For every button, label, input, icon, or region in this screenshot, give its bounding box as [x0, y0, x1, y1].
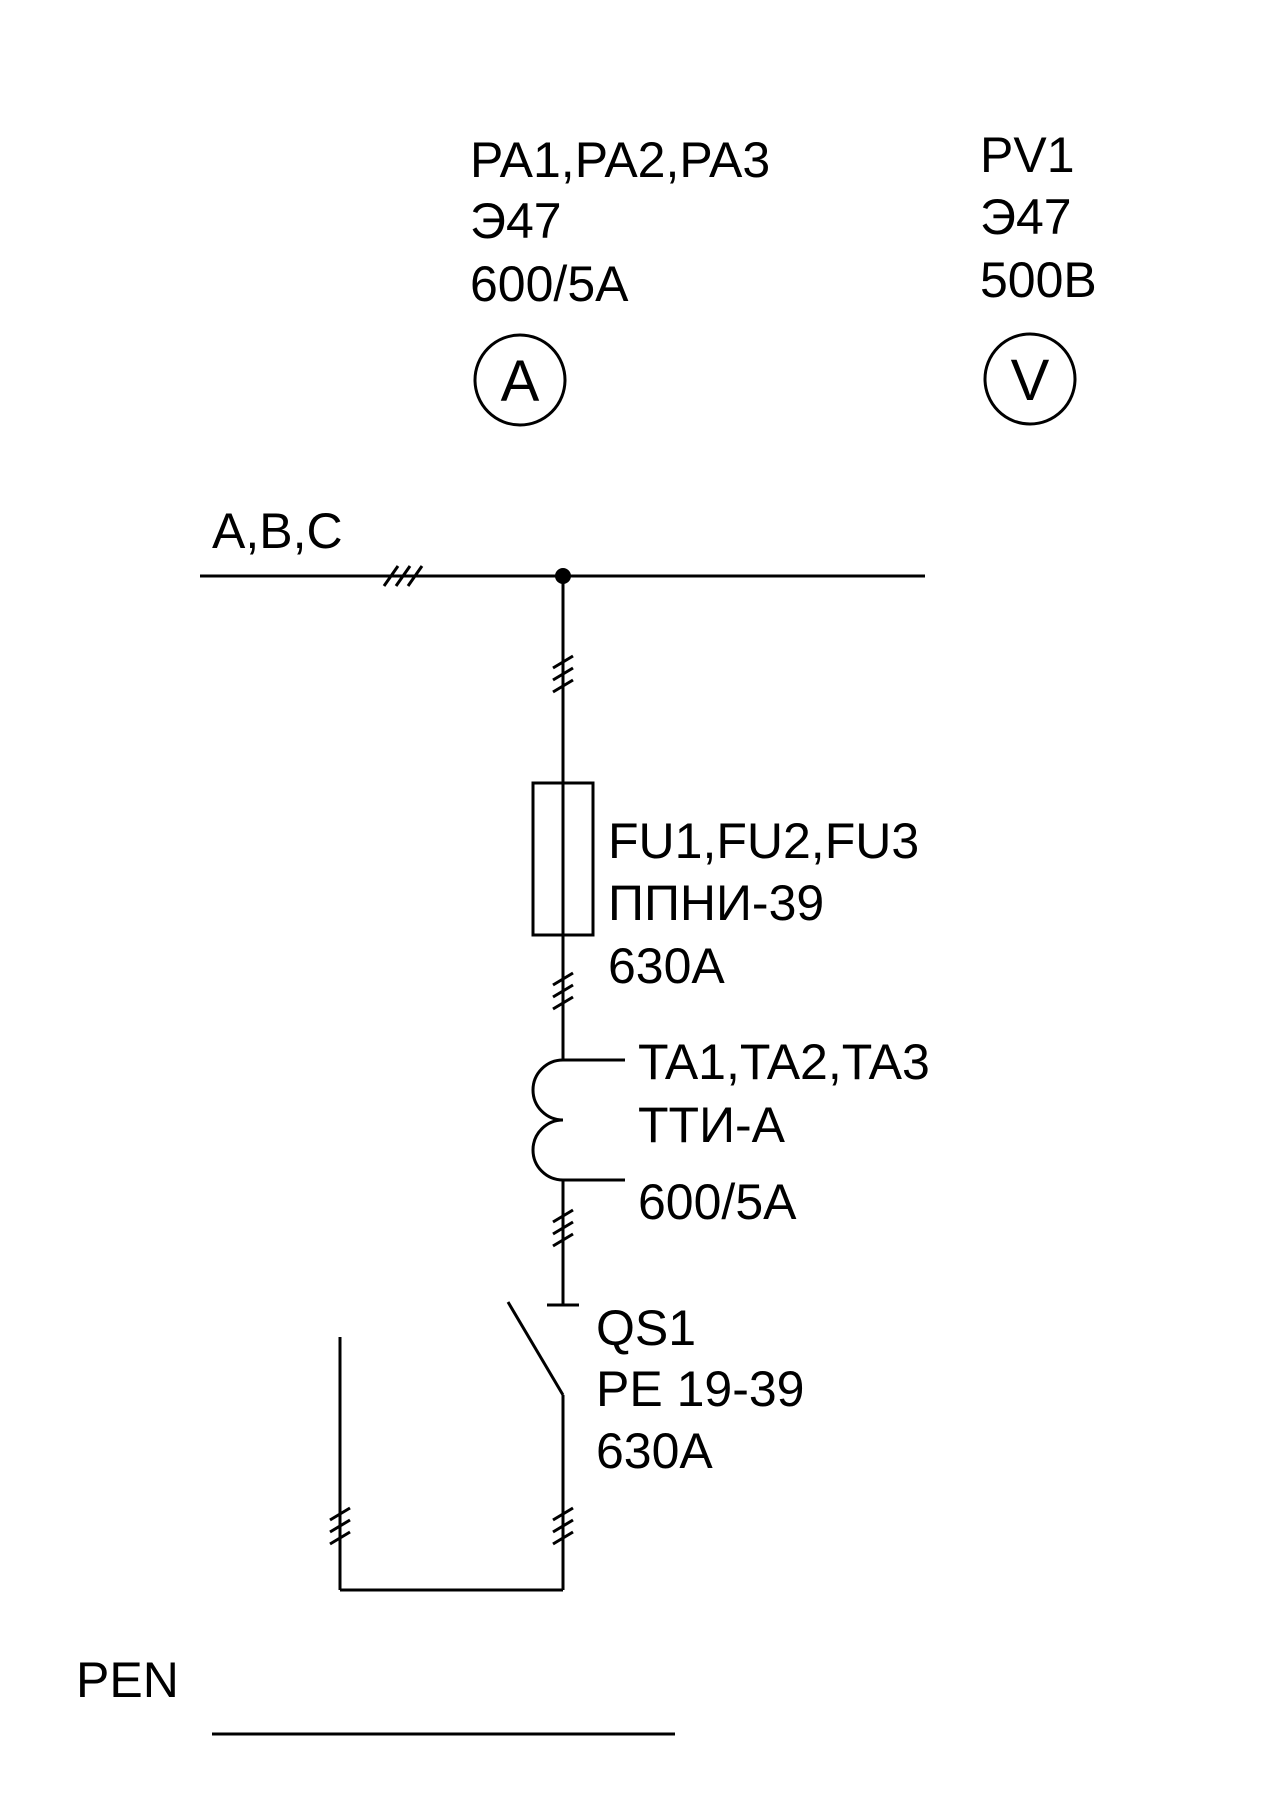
ammeter-designation: PA1,PA2,PA3 [470, 132, 770, 188]
voltmeter-rating: 500В [980, 252, 1097, 308]
ammeter-rating: 600/5А [470, 256, 629, 312]
pen-conductor: PEN [76, 1652, 675, 1736]
switch-blade [506, 1301, 565, 1396]
switch-type: РЕ 19-39 [596, 1361, 804, 1417]
bus-label: A,B,C [212, 503, 343, 559]
ammeter-type: Э47 [470, 193, 562, 249]
ct-coil [531, 1058, 564, 1182]
voltmeter-circle [983, 332, 1077, 426]
bus-phase-ticks [382, 565, 424, 587]
switch-designation: QS1 [596, 1300, 696, 1356]
fuse-label: FU1,FU2,FU3 ППНИ-39 630А [608, 813, 919, 994]
pen-label: PEN [76, 1652, 179, 1708]
ct-type: ТТИ-А [638, 1097, 786, 1153]
main-bus: A,B,C [200, 503, 925, 587]
switch-symbol [506, 1301, 579, 1396]
switch-rating: 630А [596, 1423, 713, 1479]
voltmeter-symbol: V [983, 332, 1077, 426]
voltmeter-designation: PV1 [980, 127, 1075, 183]
voltmeter-type: Э47 [980, 189, 1072, 245]
fuse-type: ППНИ-39 [608, 875, 824, 931]
ammeter-circle [473, 333, 567, 427]
voltmeter-letter: V [1011, 348, 1050, 413]
ammeter-label: PA1,PA2,PA3 Э47 600/5А [470, 132, 770, 312]
fuse-symbol [531, 781, 595, 937]
outgoing-phase-ticks-right [552, 1506, 574, 1546]
ct-rating: 600/5А [638, 1174, 797, 1230]
ammeter-symbol: A [473, 333, 567, 427]
feeder-phase-ticks-2 [552, 971, 574, 1011]
voltmeter-label: PV1 Э47 500В [980, 127, 1097, 308]
switch-label: QS1 РЕ 19-39 630А [596, 1300, 804, 1479]
ammeter-letter: A [501, 349, 540, 414]
fuse-designation: FU1,FU2,FU3 [608, 813, 919, 869]
current-transformer-symbol [531, 1058, 625, 1182]
feeder-phase-ticks-3 [552, 1208, 574, 1248]
feeder-phase-ticks-1 [552, 654, 574, 694]
fuse-rating: 630А [608, 938, 725, 994]
ct-designation: TA1,TA2,TA3 [638, 1034, 930, 1090]
outgoing-circuit [338, 1337, 565, 1592]
outgoing-phase-ticks-left [329, 1506, 351, 1546]
current-transformer-label: TA1,TA2,TA3 ТТИ-А 600/5А [638, 1034, 930, 1230]
